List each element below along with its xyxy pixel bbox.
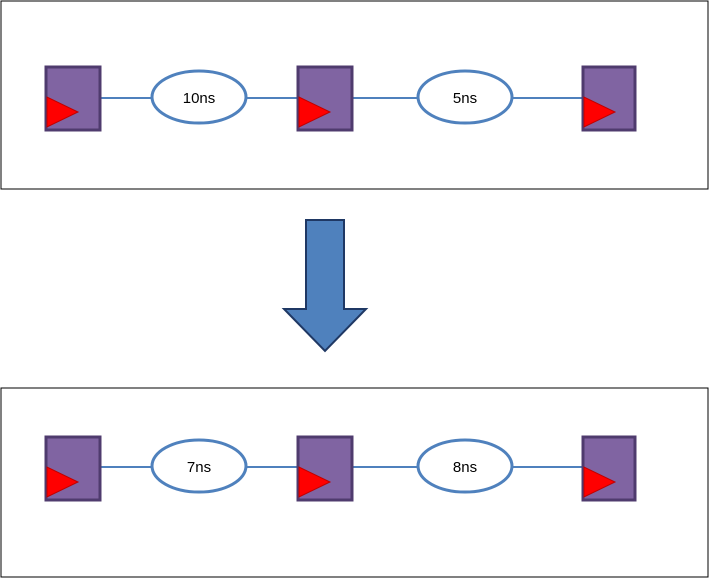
clock-triangle-icon — [298, 96, 332, 128]
panel-before: 10ns 5ns — [0, 0, 709, 190]
delay-label: 7ns — [187, 459, 211, 476]
register-1 — [44, 65, 102, 132]
panel-after: 7ns 8ns — [0, 387, 709, 578]
register-2 — [296, 435, 354, 502]
clock-triangle-icon — [583, 96, 617, 128]
register-2 — [296, 65, 354, 132]
clock-triangle-icon — [46, 466, 80, 498]
delay-label: 5ns — [453, 90, 477, 107]
delay-node-2: 8ns — [416, 438, 514, 494]
delay-node-1: 10ns — [150, 69, 248, 125]
delay-label: 10ns — [183, 90, 216, 107]
delay-node-2: 5ns — [416, 69, 514, 125]
register-1 — [44, 435, 102, 502]
register-3 — [581, 65, 637, 132]
delay-label: 8ns — [453, 459, 477, 476]
arrow-down-icon — [281, 219, 369, 353]
clock-triangle-icon — [583, 466, 617, 498]
register-3 — [581, 435, 637, 502]
delay-node-1: 7ns — [150, 438, 248, 494]
clock-triangle-icon — [298, 466, 332, 498]
clock-triangle-icon — [46, 96, 80, 128]
